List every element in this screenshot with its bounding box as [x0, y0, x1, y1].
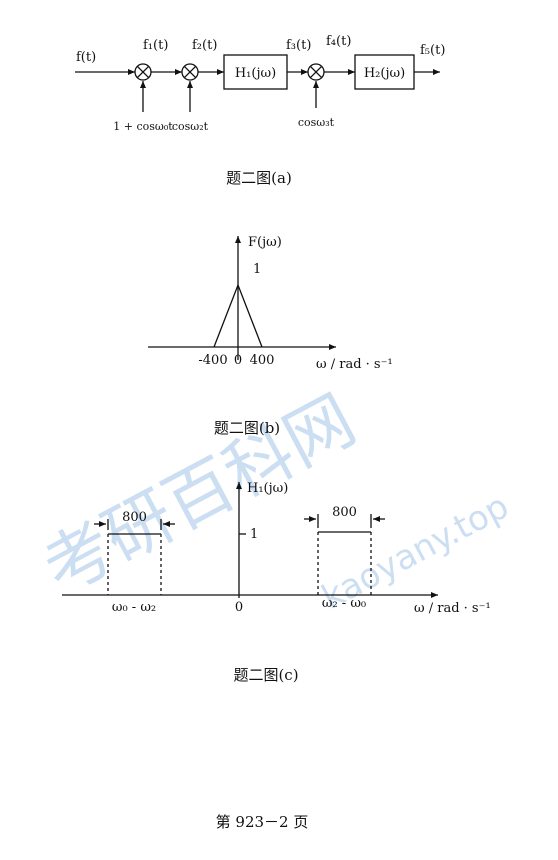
spectrum-tick-pos: 400: [250, 353, 275, 368]
spectrum-plot: F(jω) 1 -400 0 400 ω / rad · s⁻¹ 题二图(b): [148, 235, 393, 437]
caption-figure-b: 题二图(b): [214, 419, 280, 437]
filter-block-h1: [223, 54, 288, 90]
spectrum-tick-zero: 0: [234, 353, 242, 368]
spectrum-y-label: F(jω): [248, 235, 282, 250]
signal-f1-label: f₁(t): [143, 38, 168, 53]
multiplier-1: [134, 63, 152, 81]
caption-figure-a: 题二图(a): [226, 169, 292, 187]
page-number: 第 923－2 页: [216, 813, 309, 831]
spectrum-triangle: [213, 283, 263, 348]
mult3-input-label: cosω₃t: [298, 116, 335, 129]
caption-figure-c: 题二图(c): [233, 666, 298, 684]
signal-f3-label: f₃(t): [286, 38, 311, 53]
spectrum-x-label: ω / rad · s⁻¹: [316, 357, 393, 372]
signal-f4-label: f₄(t): [326, 34, 351, 49]
multiplier-3: [307, 63, 325, 81]
watermark: 考研百科网 kaoyany.top: [31, 381, 515, 618]
mult1-input-label: 1 + cosω₀t: [113, 120, 173, 133]
filter-plot: H₁(jω) 1 800 800 0 ω₀ - ω₂ ω₂ - ω₀ ω / r…: [62, 481, 491, 684]
spectrum-peak-label: 1: [253, 262, 261, 277]
filter-block-h2: [354, 54, 415, 90]
right-band-width-label: 800: [332, 505, 357, 520]
input-signal-label: f(t): [76, 50, 96, 65]
filter-x-label: ω / rad · s⁻¹: [414, 601, 491, 616]
signal-f5-label: f₅(t): [420, 43, 445, 58]
filter-zero-label: 0: [235, 600, 243, 615]
filter-h2-label: H₂(jω): [364, 66, 405, 81]
block-diagram: [75, 54, 440, 112]
right-center-label: ω₂ - ω₀: [322, 596, 366, 611]
filter-h1-label: H₁(jω): [235, 66, 276, 81]
spectrum-tick-neg: -400: [198, 353, 227, 368]
signal-f2-label: f₂(t): [192, 38, 217, 53]
left-band-width-label: 800: [122, 510, 147, 525]
block-diagram-labels: f(t) f₁(t) f₂(t) f₃(t) f₄(t) f₅(t) H₁(jω…: [76, 34, 445, 187]
passband-left: [94, 519, 175, 595]
passband-right: [304, 514, 385, 595]
multiplier-2: [181, 63, 199, 81]
filter-y-label: H₁(jω): [247, 481, 288, 496]
filter-level-label: 1: [250, 527, 258, 542]
left-center-label: ω₀ - ω₂: [112, 600, 156, 615]
mult2-input-label: cosω₂t: [172, 120, 209, 133]
